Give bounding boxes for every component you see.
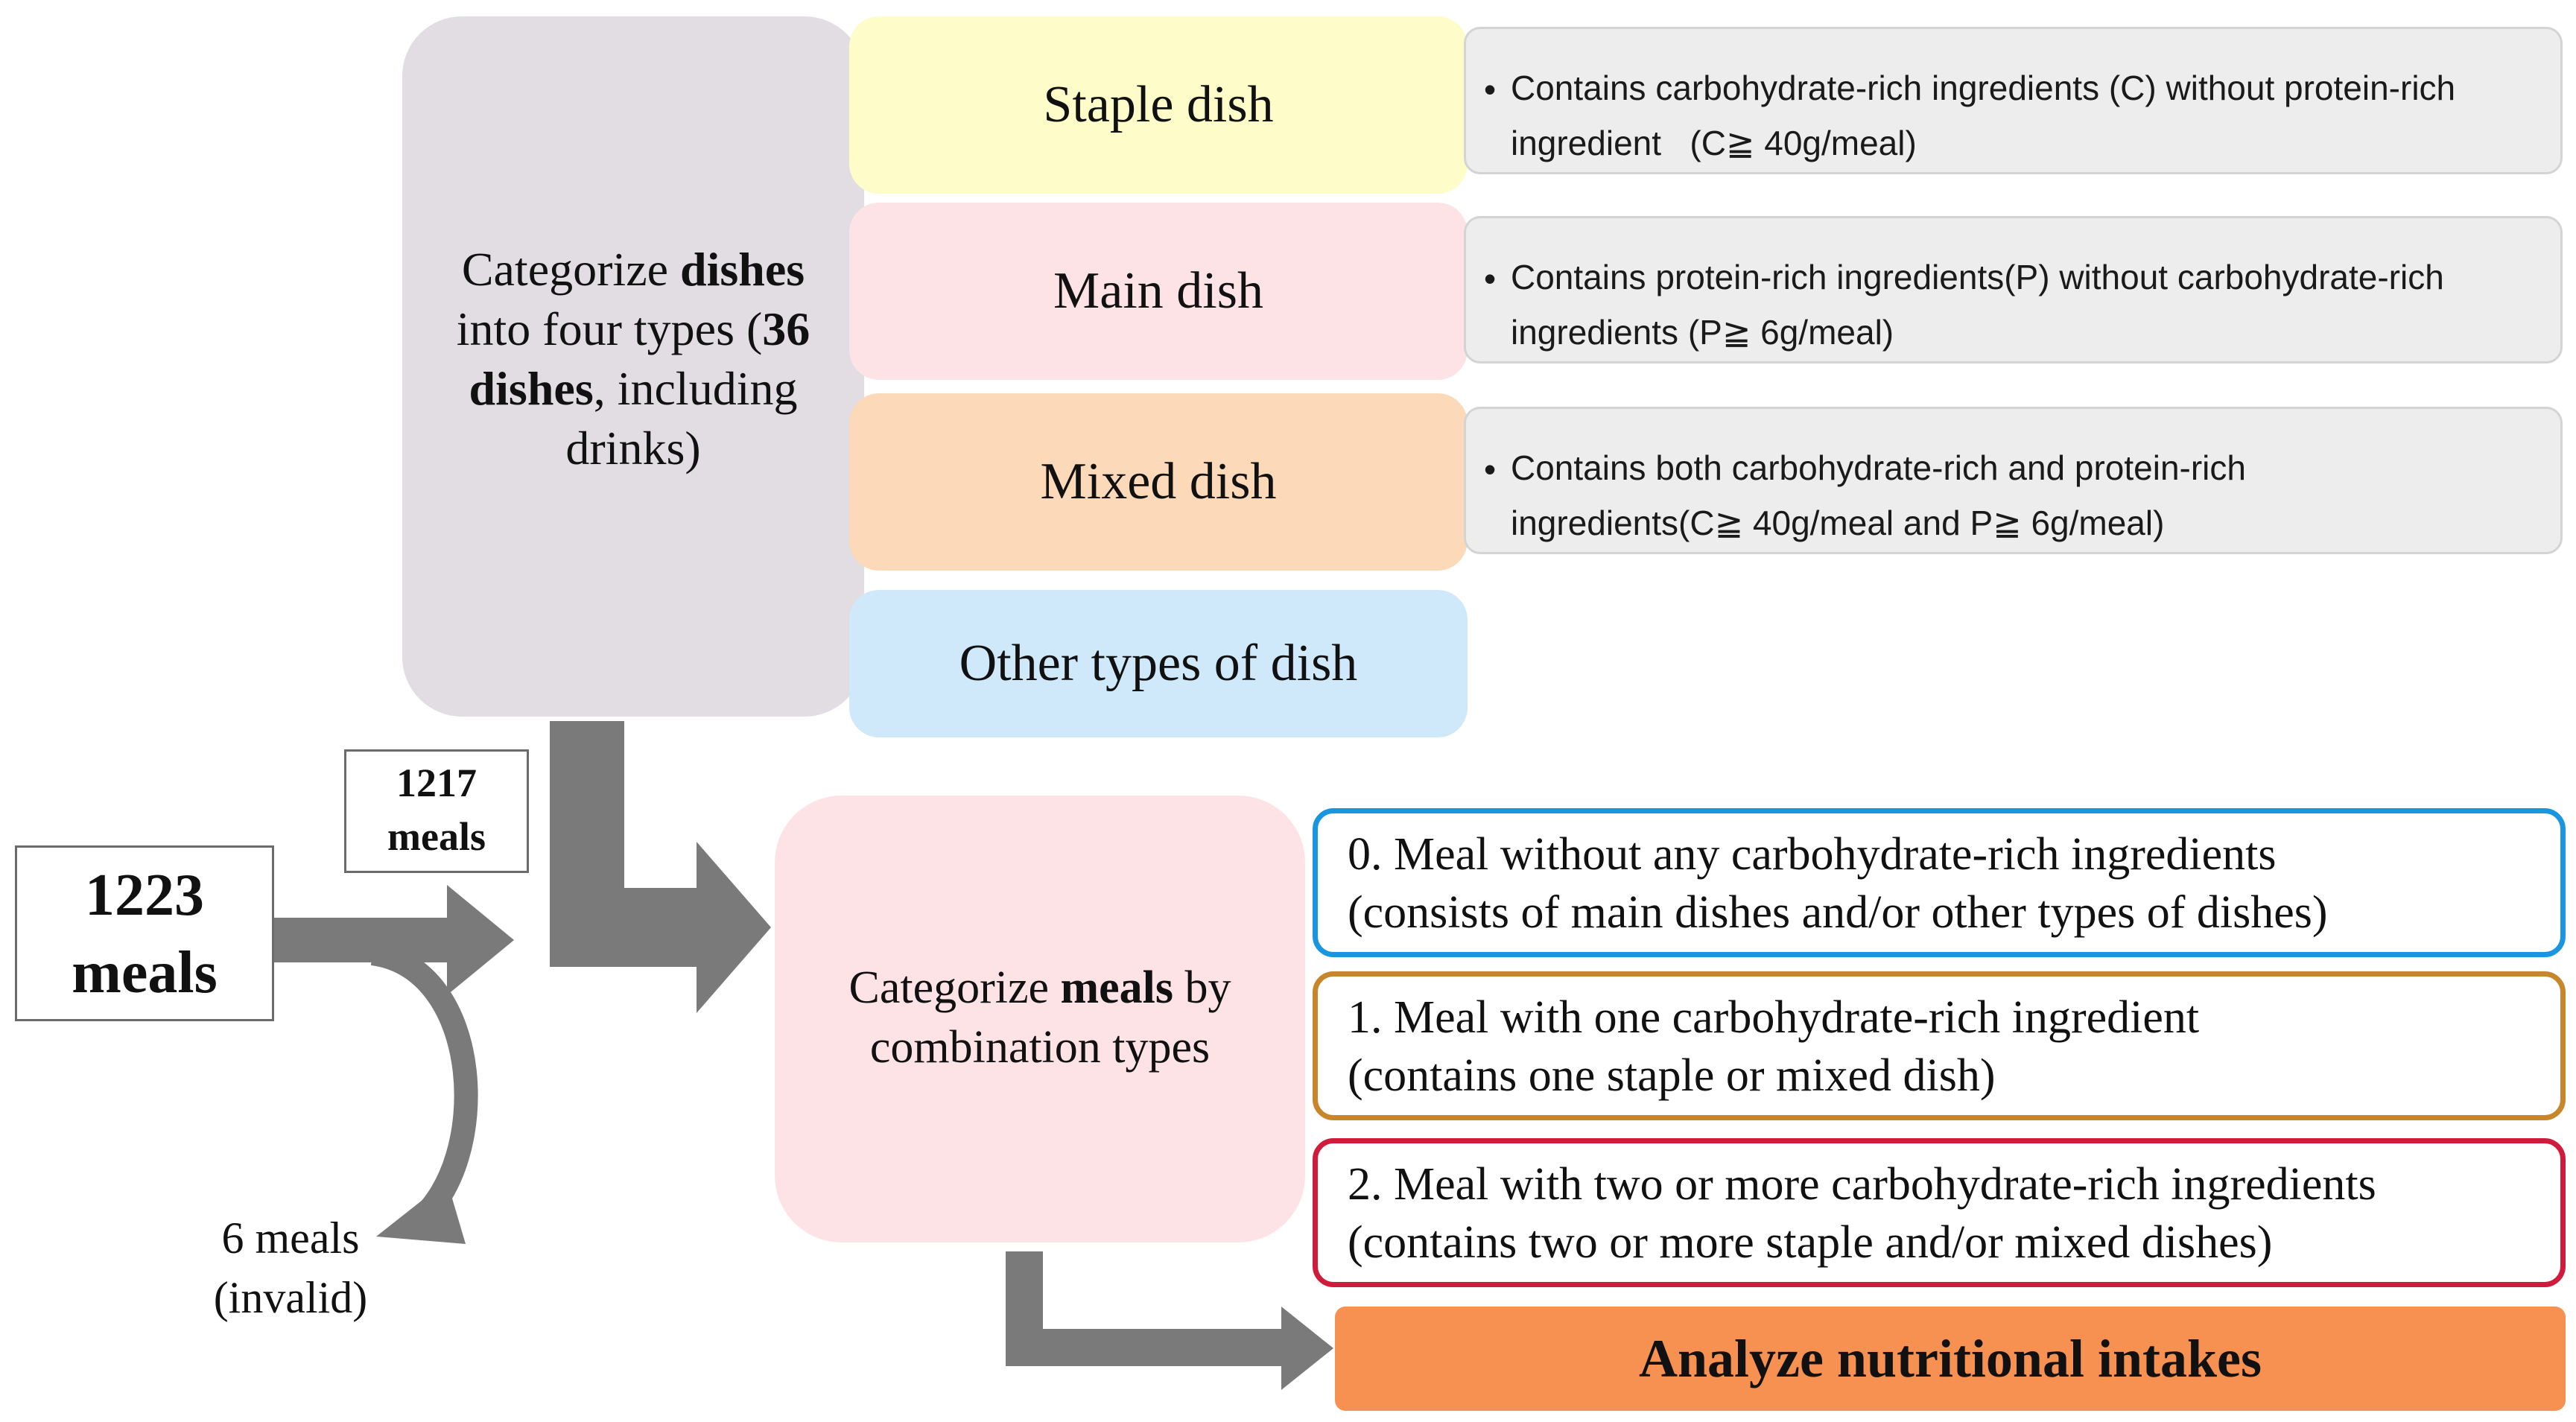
- meal-categorization-label: Categorize meals by combination types: [775, 958, 1305, 1077]
- meal-type-2-box: 2. Meal with two or more carbohydrate-ri…: [1313, 1138, 2566, 1287]
- total-meals-number: 1223: [85, 863, 204, 928]
- meal-cat-text-1: Categorize: [848, 962, 1061, 1013]
- arrow-to-meal-categorization: [550, 721, 771, 1013]
- meal-type-1-title: 1. Meal with one carbohydrate-rich ingre…: [1348, 992, 2200, 1043]
- bullet-icon: •: [1484, 259, 1497, 298]
- mixed-description-box: • Contains both carbohydrate-rich and pr…: [1464, 407, 2563, 554]
- meal-type-0-box: 0. Meal without any carbohydrate-rich in…: [1313, 808, 2566, 957]
- mixed-description-line1: Contains both carbohydrate-rich and prot…: [1511, 448, 2246, 487]
- main-description-line1: Contains protein-rich ingredients(P) wit…: [1511, 258, 2444, 296]
- meal-type-2-detail: (contains two or more staple and/or mixe…: [1348, 1217, 2273, 1268]
- dish-categorization-box: Categorize dishes into four types (36 di…: [402, 16, 864, 717]
- valid-meals-box: 1217 meals: [344, 749, 529, 873]
- invalid-meals-count: 6 meals: [221, 1213, 360, 1263]
- arrow-to-analyze: [1006, 1251, 1333, 1390]
- main-dish-label: Main dish: [1053, 262, 1263, 320]
- dish-cat-bold-dishes: dishes: [680, 243, 805, 296]
- dish-cat-text-2: into four types (: [456, 302, 763, 355]
- staple-description-line2: ingredient (C≧ 40g/meal): [1511, 124, 1917, 162]
- meal-type-0-detail: (consists of main dishes and/or other ty…: [1348, 887, 2328, 938]
- staple-description-line1: Contains carbohydrate-rich ingredients (…: [1511, 69, 2456, 107]
- arrow-to-invalid-meals-head: [376, 1181, 466, 1244]
- analyze-label: Analyze nutritional intakes: [1638, 1328, 2262, 1388]
- valid-meals-number: 1217: [396, 761, 477, 805]
- meal-cat-text-3: combination types: [869, 1022, 1211, 1073]
- dish-cat-text-4: drinks): [565, 422, 701, 474]
- invalid-meals-label: 6 meals (invalid): [186, 1208, 395, 1327]
- mixed-description-line2: ingredients(C≧ 40g/meal and P≧ 6g/meal): [1511, 504, 2165, 542]
- bullet-icon: •: [1484, 450, 1497, 489]
- arrow-to-invalid-meals: [370, 942, 478, 1231]
- dish-cat-bold-36: 36: [762, 302, 810, 355]
- main-dish-box: Main dish: [849, 203, 1468, 380]
- dish-cat-text-1: Categorize: [461, 243, 680, 296]
- meal-type-0-title: 0. Meal without any carbohydrate-rich in…: [1348, 829, 2277, 880]
- bullet-icon: •: [1484, 70, 1497, 109]
- analyze-nutritional-intakes-box: Analyze nutritional intakes: [1335, 1307, 2566, 1411]
- main-description-box: • Contains protein-rich ingredients(P) w…: [1464, 216, 2563, 364]
- meal-cat-text-2: by: [1173, 962, 1231, 1013]
- mixed-dish-label: Mixed dish: [1040, 453, 1277, 510]
- invalid-meals-note: (invalid): [213, 1273, 368, 1322]
- meal-type-1-box: 1. Meal with one carbohydrate-rich ingre…: [1313, 971, 2566, 1120]
- meal-categorization-box: Categorize meals by combination types: [775, 796, 1305, 1242]
- valid-meals-unit: meals: [387, 814, 486, 859]
- other-dish-label: Other types of dish: [959, 635, 1358, 692]
- arrow-to-valid-meals: [274, 885, 514, 995]
- dish-cat-text-3: , including: [593, 362, 798, 415]
- total-meals-box: 1223 meals: [15, 845, 274, 1021]
- dish-cat-bold-dishes-2: dishes: [469, 362, 594, 415]
- staple-dish-box: Staple dish: [849, 16, 1468, 194]
- total-meals-unit: meals: [72, 940, 218, 1006]
- dish-categorization-label: Categorize dishes into four types (36 di…: [402, 240, 864, 478]
- staple-description-box: • Contains carbohydrate-rich ingredients…: [1464, 27, 2563, 174]
- meal-cat-bold-meals: meals: [1060, 962, 1174, 1013]
- meal-type-1-detail: (contains one staple or mixed dish): [1348, 1050, 1996, 1101]
- staple-dish-label: Staple dish: [1043, 76, 1274, 133]
- other-dish-box: Other types of dish: [849, 590, 1468, 737]
- main-description-line2: ingredients (P≧ 6g/meal): [1511, 313, 1894, 352]
- meal-type-2-title: 2. Meal with two or more carbohydrate-ri…: [1348, 1159, 2376, 1210]
- mixed-dish-box: Mixed dish: [849, 393, 1468, 571]
